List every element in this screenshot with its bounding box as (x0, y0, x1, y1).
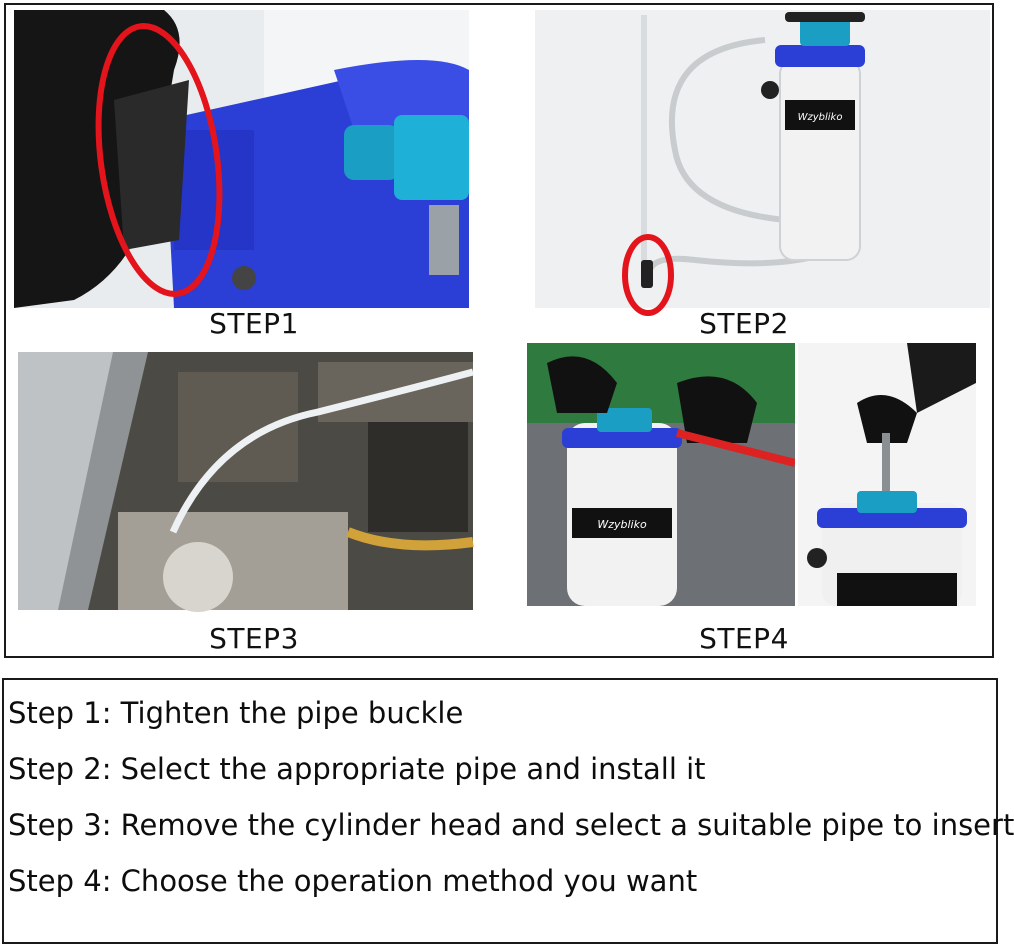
step4-photo: Wzybliko (527, 343, 976, 606)
instructions-box: Step 1: Tighten the pipe buckle Step 2: … (2, 678, 1014, 944)
highlight-ellipse (622, 234, 674, 316)
step-instruction-2: Step 2: Select the appropriate pipe and … (8, 752, 706, 786)
brand-logo-text: Wzybliko (798, 112, 843, 123)
battery-shape (368, 422, 468, 532)
step2-photo: Wzybliko (535, 10, 990, 316)
step2-caption: STEP2 (699, 307, 789, 340)
inserted-pipe-shape (169, 368, 474, 534)
step1-caption: STEP1 (209, 307, 299, 340)
step-instruction-3: Step 3: Remove the cylinder head and sel… (8, 808, 1014, 842)
step4-caption: STEP4 (699, 622, 789, 655)
highlight-ellipse (95, 23, 223, 297)
step-instruction-1: Step 1: Tighten the pipe buckle (8, 696, 464, 730)
hose-fitting-shape (641, 260, 653, 288)
container-shape (779, 59, 861, 261)
step1-photo (14, 10, 469, 308)
step-instruction-4: Step 4: Choose the operation method you … (8, 864, 698, 898)
brand-logo-text: Wzybliko (597, 518, 647, 531)
step3-photo (18, 352, 474, 612)
step-photos-panel: STEP1 Wzybliko STEP2 (4, 3, 994, 658)
gloved-hand-shape (547, 356, 617, 413)
step3-caption: STEP3 (209, 622, 299, 655)
